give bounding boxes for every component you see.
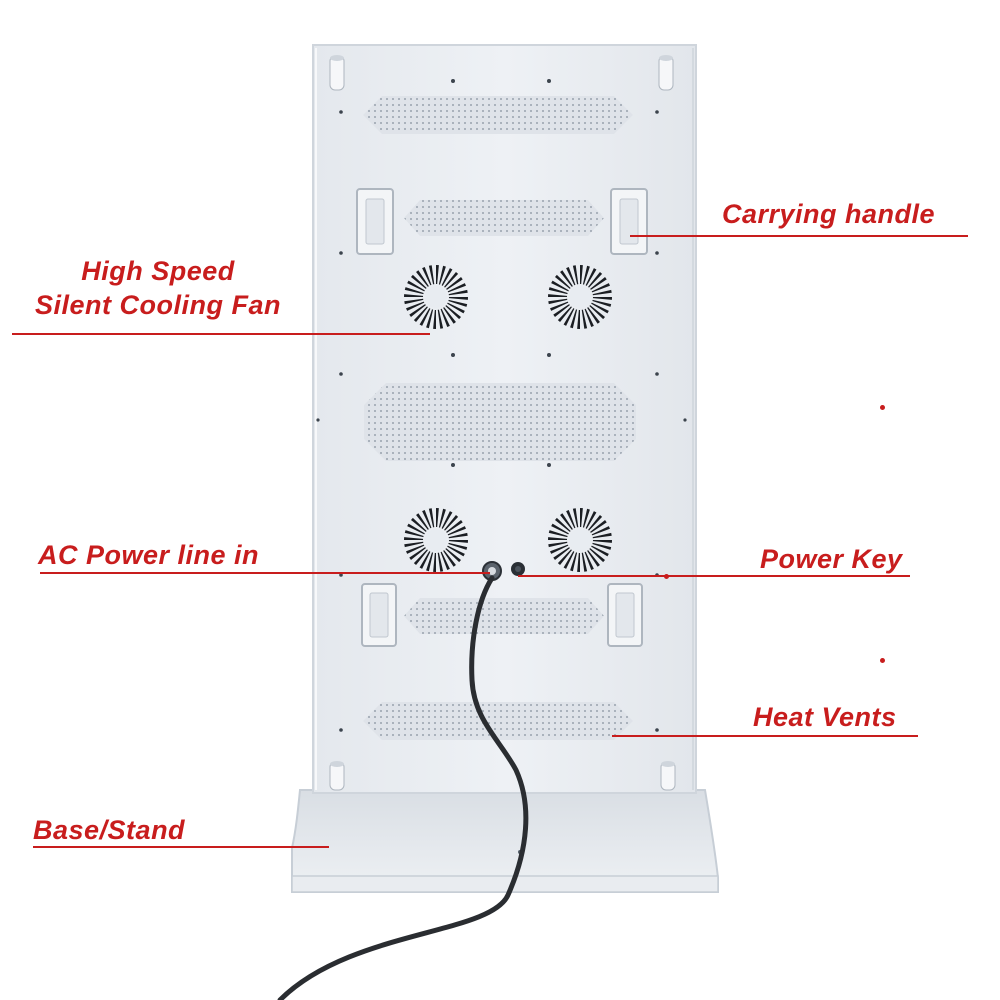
label-cooling-fan-line2: Silent Cooling Fan xyxy=(35,290,281,320)
label-cooling-fan-line1: High Speed xyxy=(81,256,235,286)
cooling-fan-icon xyxy=(548,508,612,572)
screw-holes xyxy=(316,79,687,732)
heat-vents xyxy=(363,96,636,740)
callout-line-power-key xyxy=(518,575,910,577)
callout-line-cooling-fan xyxy=(12,333,430,335)
carrying-handle-icon xyxy=(356,188,648,647)
base-stand xyxy=(291,789,719,893)
callout-line-base-stand xyxy=(33,846,329,848)
stray-mark xyxy=(880,405,885,410)
power-key-icon xyxy=(511,562,525,576)
label-heat-vents: Heat Vents xyxy=(753,702,897,732)
cooling-fans xyxy=(404,265,612,572)
callout-line-ac-power xyxy=(40,572,490,574)
power-cable xyxy=(277,575,529,1000)
label-ac-power: AC Power line in xyxy=(38,540,260,570)
cooling-fan-icon xyxy=(404,265,468,329)
label-power-key: Power Key xyxy=(760,544,903,574)
callout-line-carrying-handle xyxy=(630,235,968,237)
stray-mark xyxy=(664,574,669,579)
label-carrying-handle: Carrying handle xyxy=(722,199,936,229)
cooling-fan-icon xyxy=(404,508,468,572)
label-base-stand: Base/Stand xyxy=(33,815,186,845)
mounting-standoffs xyxy=(329,55,676,791)
stray-mark xyxy=(880,658,885,663)
label-cooling-fan: High Speed Silent Cooling Fan xyxy=(12,254,304,322)
callout-line-heat-vents xyxy=(612,735,918,737)
cooling-fan-icon xyxy=(548,265,612,329)
